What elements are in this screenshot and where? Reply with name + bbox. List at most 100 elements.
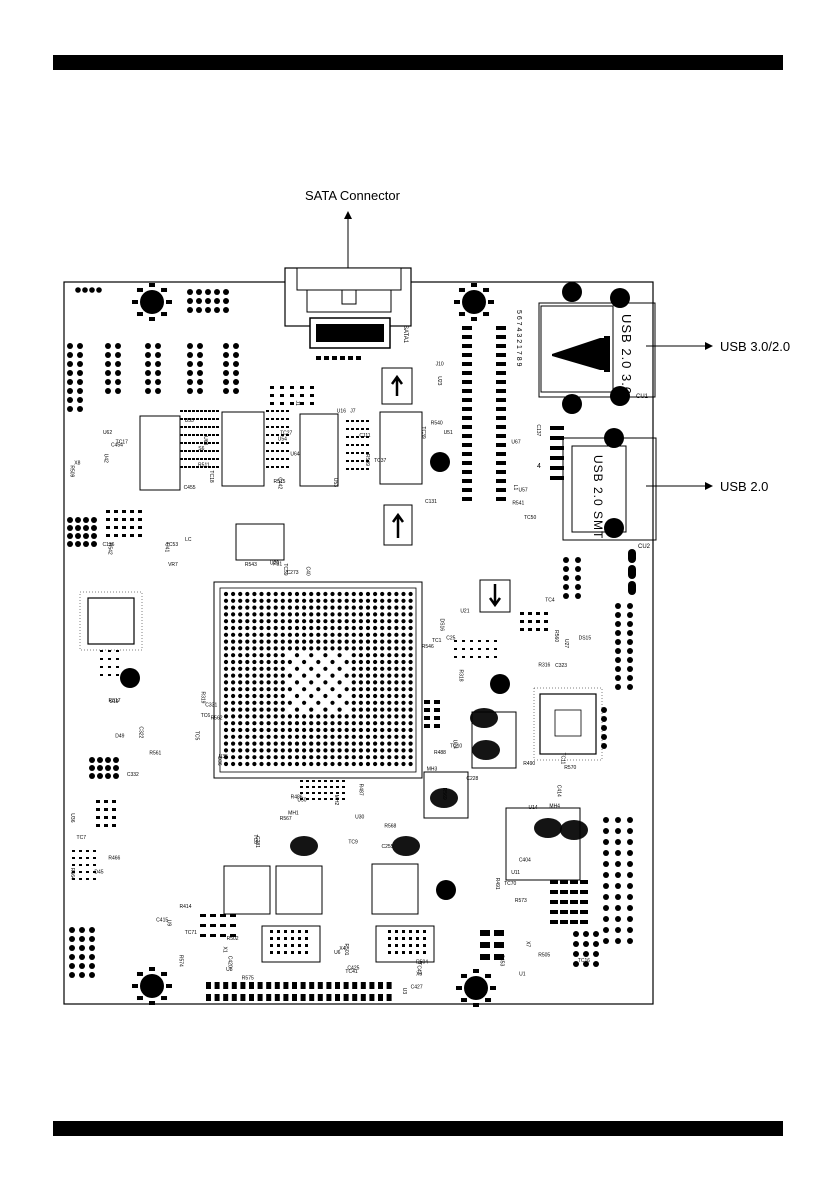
refdes-label: U14	[529, 805, 538, 811]
refdes-label: R569	[441, 788, 447, 800]
qfp-chip-right	[533, 687, 603, 761]
refdes-label: C323	[555, 663, 567, 669]
refdes-label: MH4	[549, 804, 560, 810]
refdes-label: TC11	[560, 752, 566, 764]
refdes-label: R543	[245, 562, 257, 568]
refdes-label: C137	[535, 424, 541, 436]
refdes-label: TC10	[450, 744, 462, 750]
refdes-label: TC17	[116, 439, 128, 445]
usb2-label: USB 2.0	[720, 479, 769, 494]
refdes-label: C427	[411, 985, 423, 991]
refdes-label: X1	[221, 947, 227, 953]
refdes-label: C131	[425, 499, 437, 505]
refdes-label: C442	[276, 477, 282, 489]
refdes-label: C454	[111, 442, 123, 448]
refdes-label: C255	[382, 844, 394, 850]
refdes-label: C414	[555, 785, 561, 797]
refdes-label: U62	[103, 430, 112, 436]
refdes-label: U1	[519, 971, 526, 977]
reference-designators: U42U55U54U53U51U57U41U29U21U27U19U35U36U…	[69, 362, 592, 995]
refdes-label: R491	[494, 878, 500, 890]
usb2-print-label: USB 2.0 SMT	[591, 455, 605, 539]
refdes-label: R466	[108, 856, 120, 862]
refdes-label: R564	[69, 868, 75, 880]
sata-connector-label: SATA Connector	[305, 188, 400, 203]
refdes-label: TC4	[545, 598, 555, 604]
soic-chip-3	[299, 413, 339, 487]
refdes-label: C40	[304, 566, 310, 575]
refdes-label: U53	[332, 478, 338, 487]
cu2-label: CU2	[638, 544, 651, 550]
refdes-label: R573	[515, 898, 527, 904]
refdes-label: U21	[460, 609, 469, 615]
refdes-label: C455	[184, 485, 196, 491]
refdes-label: J1	[294, 400, 300, 406]
refdes-label: C25	[446, 636, 455, 642]
cu1-label: CU1	[636, 394, 649, 400]
refdes-label: U51	[444, 430, 453, 436]
refdes-label: S6	[198, 446, 204, 452]
refdes-label: R486	[291, 795, 303, 801]
mounting-holes	[120, 282, 630, 1007]
refdes-label: C404	[519, 857, 531, 863]
refdes-label: U19	[109, 699, 118, 705]
refdes-label: C281	[254, 836, 260, 848]
refdes-label: L1	[512, 485, 518, 491]
usb3-connector	[538, 302, 656, 398]
refdes-label: R515	[274, 479, 286, 485]
refdes-label: R549	[364, 454, 370, 466]
refdes-label: C331	[205, 703, 217, 709]
refdes-label: U55	[185, 418, 194, 424]
refdes-label: TC53	[166, 542, 178, 548]
refdes-label: X4	[339, 946, 345, 952]
refdes-label: DS16	[439, 619, 445, 632]
refdes-label: J10	[436, 362, 444, 368]
refdes-label: C332	[127, 772, 139, 778]
refdes-label: U42	[102, 454, 108, 463]
usb3-label: USB 3.0/2.0	[720, 339, 791, 354]
refdes-label: R562	[211, 716, 223, 722]
refdes-label: U24	[452, 740, 458, 749]
sata-connector	[284, 267, 412, 349]
refdes-label: X7	[524, 941, 530, 947]
refdes-label: R511	[198, 462, 210, 468]
refdes-label: U41	[164, 543, 170, 552]
refdes-label: C322	[138, 726, 144, 738]
regulator-u41	[383, 504, 413, 546]
regulator-u29	[479, 579, 511, 613]
refdes-label: C420	[227, 956, 233, 968]
refdes-label: R414	[180, 904, 192, 910]
refdes-label: R501	[343, 943, 349, 955]
refdes-label: R316	[538, 662, 550, 668]
refdes-label: U57	[519, 488, 528, 494]
footer-bar	[53, 1121, 783, 1136]
refdes-label: R502	[227, 936, 239, 942]
refdes-label: C136	[102, 542, 114, 548]
refdes-label: C425	[347, 965, 359, 971]
usb3-pin-numbers: 5 6 7 4 3 2 1 7 8 9	[515, 310, 522, 367]
refdes-label: X6	[416, 971, 422, 977]
refdes-label: TC47	[416, 962, 422, 974]
refdes-label: C453	[499, 954, 505, 966]
refdes-label: R318	[458, 670, 464, 682]
refdes-label: D36	[216, 756, 222, 765]
refdes-label: TC70	[504, 881, 516, 887]
soic-chip-4	[379, 411, 423, 485]
refdes-label: TC16	[578, 958, 590, 964]
refdes-label: U16	[337, 408, 346, 414]
refdes-label: U11	[511, 870, 520, 876]
refdes-label: C228	[466, 776, 478, 782]
refdes-label: U54	[278, 437, 287, 443]
refdes-label: R505	[538, 953, 550, 959]
refdes-label: TC27	[280, 430, 292, 436]
refdes-label: U23	[436, 376, 442, 385]
header-bar	[53, 55, 783, 70]
refdes-label: X8	[74, 460, 80, 466]
refdes-label: D45	[94, 870, 103, 876]
refdes-label: U3	[401, 988, 407, 995]
refdes-label: TC71	[185, 930, 197, 936]
refdes-label: R541	[512, 501, 524, 507]
refdes-label: R560	[553, 630, 559, 642]
refdes-label: TC39	[420, 426, 426, 438]
